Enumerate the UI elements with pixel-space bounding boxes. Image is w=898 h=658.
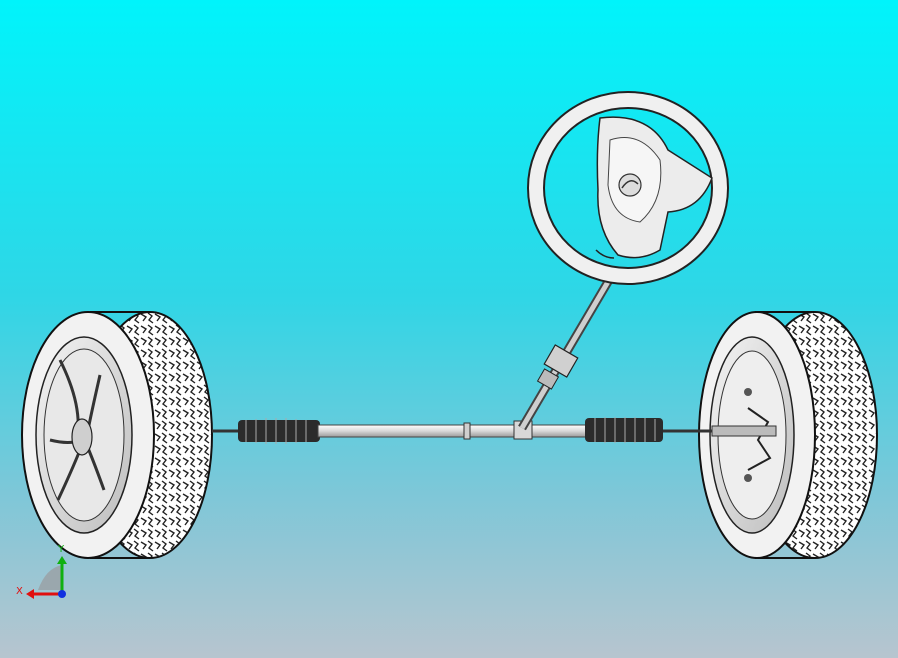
z-axis-dot [58, 590, 66, 598]
x-axis-label: X [16, 586, 23, 597]
right-wheel[interactable] [698, 311, 878, 559]
left-boot [238, 418, 320, 444]
universal-joint [536, 344, 579, 390]
right-tie-rod-end [711, 425, 777, 437]
rack-housing [317, 424, 589, 438]
y-axis-label: Y [57, 544, 65, 555]
left-wheel[interactable] [21, 311, 213, 559]
left-rim [35, 336, 133, 534]
steering-wheel[interactable] [527, 91, 729, 285]
right-boot [585, 417, 663, 443]
brand-logo-icon [618, 173, 642, 197]
coordinate-triad: X Y [16, 544, 67, 599]
steering-wheel-hub [595, 116, 713, 259]
steering-column[interactable] [518, 272, 616, 431]
steering-rack[interactable] [212, 417, 777, 444]
